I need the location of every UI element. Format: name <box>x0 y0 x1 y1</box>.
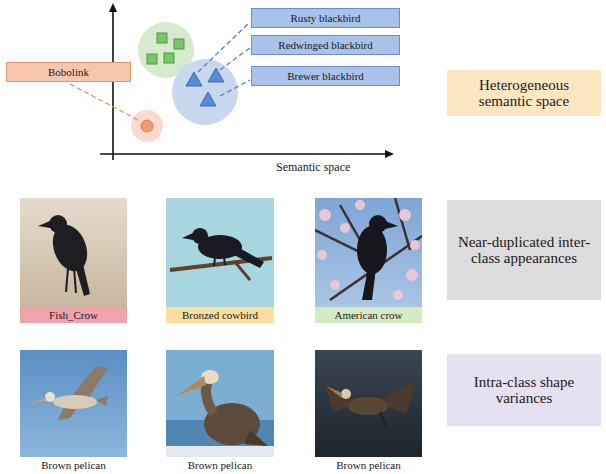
photo-caption: Brown pelican <box>20 457 127 473</box>
leader-lines <box>198 22 250 72</box>
photo <box>244 430 268 446</box>
photo <box>166 198 274 307</box>
photo <box>66 268 68 292</box>
photo <box>380 412 386 426</box>
green-cluster <box>157 33 167 43</box>
photo <box>20 350 127 457</box>
photo <box>393 290 403 300</box>
class-box: Rusty blackbird <box>251 8 400 28</box>
photo <box>20 198 127 307</box>
orange-cluster <box>131 110 163 142</box>
class-box: Redwinged blackbird <box>251 35 400 55</box>
photo <box>315 198 422 300</box>
photo <box>385 221 398 229</box>
photo <box>315 350 422 457</box>
photo-caption: Bronzed cowbird <box>166 307 274 323</box>
green-cluster <box>164 53 174 63</box>
axes <box>100 153 386 155</box>
photo <box>317 250 327 260</box>
photo <box>340 205 360 240</box>
photo <box>166 446 274 457</box>
node-text: Fish_Crow <box>49 309 98 321</box>
photo <box>315 198 422 307</box>
photo-caption: Brown pelican <box>315 457 422 473</box>
photo <box>182 233 193 240</box>
green-cluster <box>147 54 157 64</box>
category-band: Intra-class shape variances <box>447 354 601 426</box>
photo <box>315 198 422 307</box>
photo <box>28 398 46 404</box>
photo <box>96 396 108 406</box>
photo <box>20 198 127 307</box>
node-text: Redwinged blackbird <box>278 39 372 51</box>
photo <box>330 280 340 290</box>
photo <box>38 221 50 228</box>
category-band: Near-duplicated inter-class appearances <box>447 200 601 300</box>
photo <box>395 198 410 250</box>
photo <box>45 392 55 402</box>
node-text: Heterogeneous semantic space <box>455 77 593 110</box>
axis-label: Semantic space <box>276 160 350 175</box>
node-text: Bronzed cowbird <box>182 309 258 321</box>
photo <box>49 215 67 233</box>
photo <box>369 215 387 233</box>
photo <box>176 376 206 396</box>
photo <box>406 269 418 281</box>
leader-lines <box>220 80 250 96</box>
node-text: Rusty blackbird <box>291 12 361 24</box>
photo <box>214 257 215 266</box>
photo <box>206 380 214 414</box>
photo <box>166 198 274 307</box>
photo <box>166 350 274 457</box>
blue-cluster <box>200 92 216 106</box>
axes <box>109 3 117 12</box>
node-text: Near-duplicated inter-class appearances <box>455 234 593 267</box>
leader-lines <box>70 84 140 121</box>
node-text: American crow <box>334 309 402 321</box>
axes <box>385 150 394 158</box>
photo <box>315 350 422 457</box>
photo-caption: Brown pelican <box>166 457 274 473</box>
photo-caption: American crow <box>315 307 422 323</box>
class-box: Brewer blackbird <box>251 66 400 86</box>
blue-cluster <box>186 72 202 86</box>
photo <box>357 226 387 274</box>
photo <box>235 262 250 280</box>
photo <box>341 389 351 399</box>
photo <box>20 350 127 457</box>
photo <box>348 397 388 415</box>
photo <box>53 395 97 409</box>
node-text: Brown pelican <box>188 459 252 471</box>
class-box: Bobolink <box>6 62 131 82</box>
axes <box>112 10 114 160</box>
photo <box>399 209 411 221</box>
photo <box>317 200 420 300</box>
photo <box>224 257 225 265</box>
photo <box>166 350 274 457</box>
photo <box>192 228 208 244</box>
orange-cluster <box>141 120 153 132</box>
green-cluster <box>174 39 184 49</box>
blue-cluster <box>208 68 224 82</box>
photo <box>340 223 350 233</box>
orange-cluster <box>131 110 163 142</box>
photo-caption: Fish_Crow <box>20 307 127 323</box>
node-text: Bobolink <box>48 66 89 78</box>
photo <box>410 240 420 250</box>
photo <box>74 268 76 293</box>
category-band: Heterogeneous semantic space <box>447 70 601 116</box>
node-text: Brown pelican <box>336 459 400 471</box>
photo <box>319 209 331 221</box>
photo <box>326 386 342 398</box>
leader-lines <box>220 48 250 70</box>
node-text: Brewer blackbird <box>287 70 364 82</box>
node-text: Brown pelican <box>41 459 105 471</box>
photo <box>355 200 365 210</box>
node-text: Intra-class shape variances <box>455 374 593 407</box>
